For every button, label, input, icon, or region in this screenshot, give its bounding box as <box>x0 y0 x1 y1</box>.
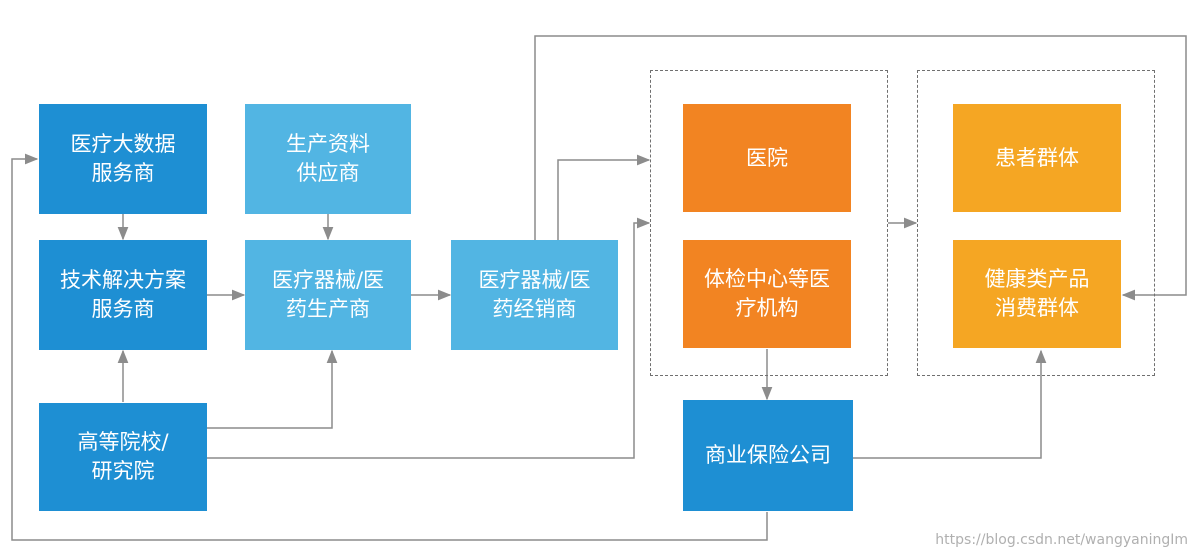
node-label-line1: 健康类产品 <box>984 267 1090 291</box>
node-label-line1: 医疗器械/医 <box>271 268 385 292</box>
node-patient-group: 患者群体 <box>953 104 1121 212</box>
node-label-line2: 药生产商 <box>286 297 370 321</box>
arrow-university-to-medical-group <box>207 217 651 459</box>
node-commercial-insurance: 商业保险公司 <box>683 400 853 511</box>
node-label-line2: 疗机构 <box>735 296 799 320</box>
arrow-insurance-to-bigdata-bottom-loop <box>11 153 768 541</box>
arrow-university-to-manufacturer <box>207 349 338 429</box>
node-label-line1: 患者群体 <box>995 145 1079 170</box>
customer-group <box>917 70 1155 376</box>
node-label-line1: 生产资料 <box>286 132 370 156</box>
node-hospital: 医院 <box>683 104 851 212</box>
node-big-data-provider: 医疗大数据 服务商 <box>39 104 207 214</box>
node-label-line2: 服务商 <box>91 161 155 185</box>
node-label-line1: 医疗大数据 <box>70 132 176 156</box>
node-label-line1: 商业保险公司 <box>705 443 831 467</box>
node-label-line1: 高等院校/ <box>77 430 169 454</box>
node-label-line2: 供应商 <box>296 161 360 185</box>
arrow-insurance-to-consumers <box>853 349 1047 459</box>
node-label-line1: 体检中心等医 <box>704 267 830 291</box>
node-tech-solution-provider: 技术解决方案 服务商 <box>39 240 207 350</box>
node-materials-supplier: 生产资料 供应商 <box>245 104 411 214</box>
node-device-drug-manufacturer: 医疗器械/医 药生产商 <box>245 240 411 350</box>
node-label-line1: 医院 <box>746 145 788 170</box>
arrow-distributor-to-medical-group <box>557 154 651 240</box>
node-label-line1: 技术解决方案 <box>60 268 186 292</box>
node-checkup-center: 体检中心等医 疗机构 <box>683 240 851 348</box>
source-watermark: https://blog.csdn.net/wangyaningIm <box>935 532 1188 548</box>
node-health-product-consumers: 健康类产品 消费群体 <box>953 240 1121 348</box>
node-university-institute: 高等院校/ 研究院 <box>39 403 207 511</box>
node-label-line2: 药经销商 <box>492 297 577 321</box>
node-label-line2: 服务商 <box>91 297 155 321</box>
medical-institutions-group <box>650 70 888 376</box>
node-label-line2: 研究院 <box>91 459 155 483</box>
node-device-drug-distributor: 医疗器械/医 药经销商 <box>451 240 618 350</box>
node-label-line1: 医疗器械/医 <box>478 268 591 292</box>
arrow-distributor-to-consumers-top-loop <box>534 35 1187 301</box>
node-label-line2: 消费群体 <box>995 296 1079 320</box>
